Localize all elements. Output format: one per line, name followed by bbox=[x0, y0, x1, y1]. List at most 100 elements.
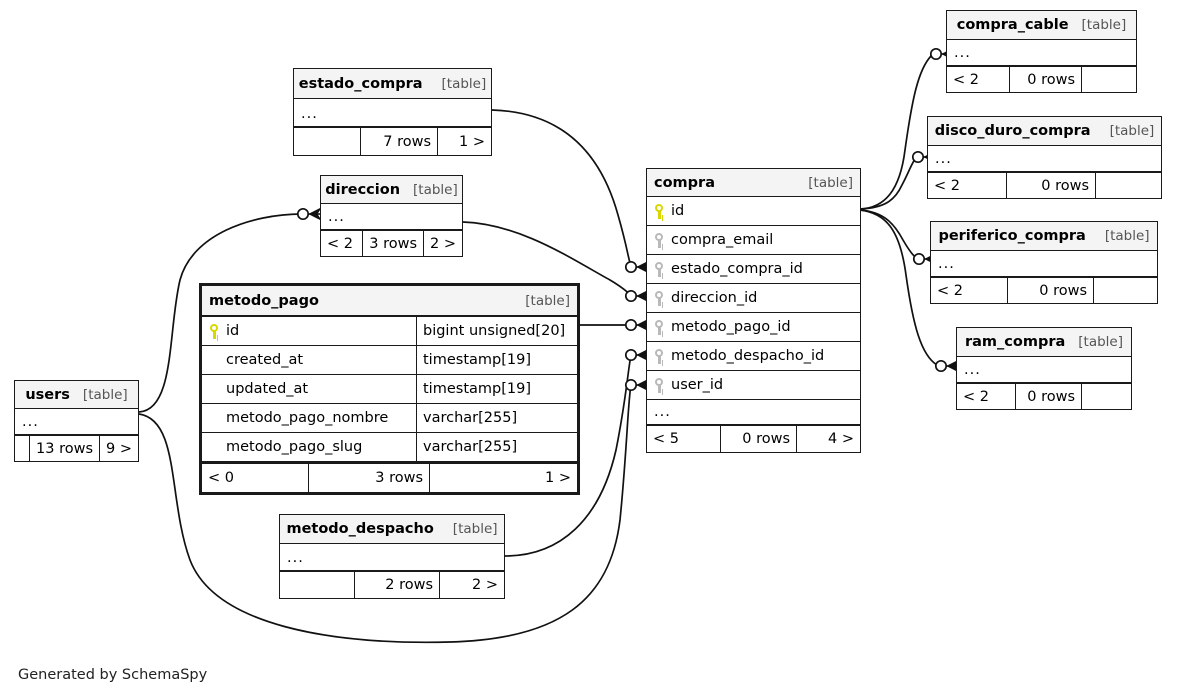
table-users[interactable]: users [table] ... 13 rows 9 > bbox=[14, 380, 139, 462]
column-name-cell: direccion_id bbox=[647, 284, 860, 312]
table-type-label: [table] bbox=[441, 75, 487, 92]
table-metodo-pago[interactable]: metodo_pago [table] id bigint unsigned[2… bbox=[199, 283, 580, 495]
column-name-cell: created_at bbox=[202, 346, 416, 374]
footer-rowcount: 0 rows bbox=[1015, 384, 1081, 409]
table-name: periferico_compra bbox=[938, 228, 1086, 244]
ellipsis: ... bbox=[654, 404, 671, 420]
table-header: users [table] bbox=[15, 381, 138, 409]
table-header: compra_cable [table] bbox=[947, 11, 1136, 40]
footer-rowcount: 2 rows bbox=[354, 572, 439, 598]
footer-parents bbox=[294, 128, 360, 155]
footer-parents: < 2 bbox=[327, 235, 353, 252]
column-row-metodo-pago-id[interactable]: metodo_pago_id bbox=[647, 313, 860, 342]
footer-parents bbox=[280, 572, 354, 598]
table-header: disco_duro_compra [table] bbox=[928, 117, 1161, 146]
table-type-label: [table] bbox=[1081, 17, 1127, 33]
column-row-id[interactable]: id bigint unsigned[20] bbox=[202, 317, 577, 346]
ellipsis: ... bbox=[301, 106, 318, 122]
table-name: ram_compra bbox=[964, 334, 1066, 350]
table-ram-compra[interactable]: ram_compra [table] ... < 2 0 rows bbox=[956, 327, 1132, 410]
table-footer: < 2 0 rows bbox=[947, 66, 1136, 92]
footer-children: 2 > bbox=[423, 231, 462, 256]
table-type-label: [table] bbox=[452, 521, 498, 537]
column-row-compra-email[interactable]: compra_email bbox=[647, 226, 860, 255]
footer-parents: < 0 bbox=[208, 470, 234, 486]
table-direccion[interactable]: direccion [table] ... < 2 3 rows 2 > bbox=[320, 175, 463, 257]
table-compra[interactable]: compra [table] id compra_email estado_co… bbox=[646, 168, 861, 453]
ellipsis: ... bbox=[22, 414, 39, 430]
column-row-direccion-id[interactable]: direccion_id bbox=[647, 284, 860, 313]
table-footer: < 2 3 rows 2 > bbox=[321, 230, 462, 256]
table-header: metodo_pago [table] bbox=[202, 286, 577, 317]
column-name: created_at bbox=[226, 352, 304, 368]
column-type: varchar[255] bbox=[416, 433, 577, 461]
table-name: compra_cable bbox=[956, 17, 1069, 33]
column-name-cell: metodo_pago_slug bbox=[202, 433, 416, 461]
foreign-key-icon bbox=[654, 290, 665, 306]
columns-collapsed-row: ... bbox=[280, 544, 504, 571]
edge-compra-to-disco-duro-compra bbox=[859, 157, 917, 210]
table-type-label: [table] bbox=[808, 174, 853, 191]
footer-parents: < 2 bbox=[963, 388, 989, 405]
footer-rowcount: 0 rows bbox=[1009, 67, 1081, 92]
column-type: timestamp[19] bbox=[416, 346, 577, 374]
columns-collapsed-row: ... bbox=[15, 409, 138, 435]
table-footer: < 2 0 rows bbox=[928, 172, 1161, 198]
column-name: updated_at bbox=[226, 381, 309, 397]
table-header: compra [table] bbox=[647, 169, 860, 197]
footer-rowcount: 7 rows bbox=[360, 128, 437, 155]
column-row-user-id[interactable]: user_id bbox=[647, 371, 860, 400]
column-name-cell: id bbox=[647, 197, 860, 225]
primary-key-icon bbox=[654, 203, 665, 219]
columns-collapsed-row: ... bbox=[947, 40, 1136, 66]
column-name: direccion_id bbox=[671, 290, 758, 306]
table-footer: < 2 0 rows bbox=[931, 277, 1157, 303]
column-row-created-at[interactable]: created_at timestamp[19] bbox=[202, 346, 577, 375]
column-row-updated-at[interactable]: updated_at timestamp[19] bbox=[202, 375, 577, 404]
column-type: varchar[255] bbox=[416, 404, 577, 432]
columns-collapsed-row: ... bbox=[321, 204, 462, 230]
ellipsis: ... bbox=[935, 151, 952, 167]
table-type-label: [table] bbox=[525, 292, 570, 309]
footer-rowcount: 0 rows bbox=[1006, 173, 1095, 198]
footer-children bbox=[1081, 384, 1131, 409]
column-name-cell: metodo_despacho_id bbox=[647, 342, 860, 370]
column-name-cell: metodo_pago_nombre bbox=[202, 404, 416, 432]
footer-children bbox=[1081, 67, 1136, 92]
table-type-label: [table] bbox=[1078, 334, 1123, 350]
table-periferico-compra[interactable]: periferico_compra [table] ... < 2 0 rows bbox=[930, 221, 1158, 304]
column-name-cell: metodo_pago_id bbox=[647, 313, 860, 341]
column-row-estado-compra-id[interactable]: estado_compra_id bbox=[647, 255, 860, 284]
footer-children: 2 > bbox=[439, 572, 504, 598]
ellipsis: ... bbox=[954, 45, 971, 61]
column-name: compra_email bbox=[671, 232, 774, 248]
footer-rowcount: 13 rows bbox=[29, 436, 99, 461]
foreign-key-icon bbox=[654, 319, 665, 335]
footer-rowcount: 3 rows bbox=[308, 464, 429, 492]
columns-collapsed-row: ... bbox=[647, 400, 860, 425]
table-type-label: [table] bbox=[1104, 228, 1150, 244]
column-name: metodo_pago_slug bbox=[226, 439, 363, 455]
ellipsis: ... bbox=[938, 256, 955, 272]
column-name-cell: user_id bbox=[647, 371, 860, 399]
table-metodo-despacho[interactable]: metodo_despacho [table] ... 2 rows 2 > bbox=[279, 514, 505, 599]
table-header: estado_compra [table] bbox=[294, 69, 491, 99]
column-row-id[interactable]: id bbox=[647, 197, 860, 226]
foreign-key-icon bbox=[654, 377, 665, 393]
ellipsis: ... bbox=[964, 362, 981, 378]
column-row-metodo-pago-nombre[interactable]: metodo_pago_nombre varchar[255] bbox=[202, 404, 577, 433]
column-type: bigint unsigned[20] bbox=[416, 317, 577, 345]
footer-parents: < 2 bbox=[953, 71, 979, 88]
column-name-cell: updated_at bbox=[202, 375, 416, 403]
table-disco-duro-compra[interactable]: disco_duro_compra [table] ... < 2 0 rows bbox=[927, 116, 1162, 199]
table-header: ram_compra [table] bbox=[957, 328, 1131, 357]
column-row-metodo-despacho-id[interactable]: metodo_despacho_id bbox=[647, 342, 860, 371]
table-compra-cable[interactable]: compra_cable [table] ... < 2 0 rows bbox=[946, 10, 1137, 93]
table-footer: 7 rows 1 > bbox=[294, 127, 491, 155]
table-estado-compra[interactable]: estado_compra [table] ... 7 rows 1 > bbox=[293, 68, 492, 156]
table-footer: 13 rows 9 > bbox=[15, 435, 138, 461]
table-type-label: [table] bbox=[82, 386, 128, 403]
column-row-metodo-pago-slug[interactable]: metodo_pago_slug varchar[255] bbox=[202, 433, 577, 462]
table-header: periferico_compra [table] bbox=[931, 222, 1157, 251]
footer-parents: < 2 bbox=[934, 177, 960, 194]
